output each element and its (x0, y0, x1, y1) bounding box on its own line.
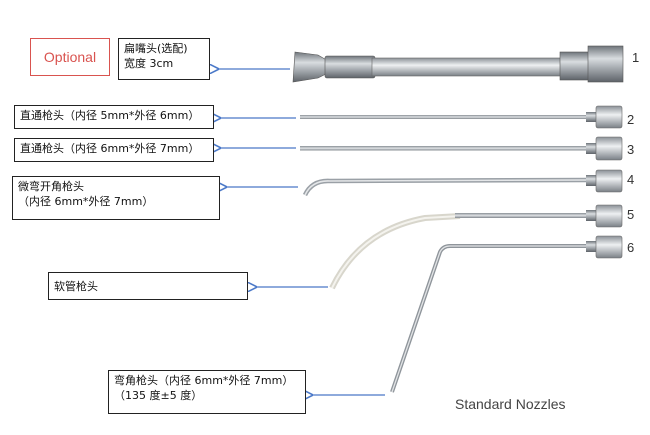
nozzle-4-slight-bend (302, 169, 623, 197)
number-6: 6 (627, 240, 635, 255)
nozzle-2-straight (300, 105, 623, 129)
label-nozzle-5-text: 软管枪头 (54, 280, 98, 293)
nozzle-5-hose (329, 204, 623, 290)
label-nozzle-4: 微弯开角枪头 （内径 6mm*外径 7mm） (12, 176, 220, 220)
label-nozzle-6: 弯角枪头（内径 6mm*外径 7mm） （135 度±5 度） (108, 370, 306, 414)
label-nozzle-2: 直通枪头（内径 5mm*外径 6mm） (14, 105, 214, 129)
label-nozzle-6-line2: （135 度±5 度） (114, 389, 203, 402)
caption: Standard Nozzles (455, 396, 566, 412)
label-nozzle-2-text: 直通枪头（内径 5mm*外径 6mm） (20, 109, 200, 122)
label-nozzle-5: 软管枪头 (48, 272, 248, 300)
label-nozzle-1-line2: 宽度 3cm (124, 57, 174, 70)
label-nozzle-3-text: 直通枪头（内径 6mm*外径 7mm） (20, 142, 200, 155)
number-3: 3 (627, 142, 635, 157)
label-nozzle-1-line1: 扁嘴头(选配) (124, 42, 188, 55)
nozzle-6-angled (390, 235, 623, 393)
number-5: 5 (627, 207, 635, 222)
nozzle-1-flat (292, 45, 624, 83)
number-4: 4 (627, 172, 635, 187)
label-nozzle-1: 扁嘴头(选配) 宽度 3cm (118, 38, 210, 80)
optional-badge: Optional (30, 38, 110, 76)
label-nozzle-3: 直通枪头（内径 6mm*外径 7mm） (14, 138, 214, 162)
pointer-arrows (218, 69, 385, 395)
label-nozzle-4-line2: （内径 6mm*外径 7mm） (18, 195, 154, 208)
nozzle-3-straight (300, 136, 623, 161)
label-nozzle-6-line1: 弯角枪头（内径 6mm*外径 7mm） (114, 374, 294, 387)
number-2: 2 (627, 112, 635, 127)
label-nozzle-4-line1: 微弯开角枪头 (18, 180, 84, 193)
number-1: 1 (632, 50, 640, 65)
